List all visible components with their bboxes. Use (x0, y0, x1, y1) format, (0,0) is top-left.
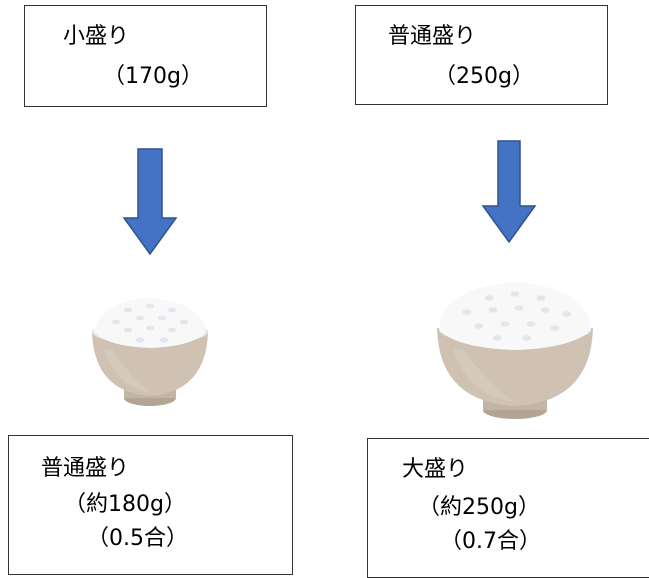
right-down-arrow (481, 140, 537, 244)
top-left-weight: （170g） (103, 64, 203, 89)
top-right-weight: （250g） (434, 64, 534, 89)
small-rice-bowl-icon (92, 298, 208, 406)
bottom-right-label-box: 大盛り （約250g） （0.7合） (367, 438, 649, 578)
bottom-left-label-box: 普通盛り （約180g） （0.5合） (8, 435, 293, 575)
top-left-title: 小盛り (63, 24, 130, 49)
bottom-left-weight: （約180g） (64, 492, 186, 517)
bottom-left-title: 普通盛り (41, 456, 130, 481)
left-down-arrow (122, 148, 178, 256)
bottom-right-title: 大盛り (402, 457, 469, 482)
bottom-left-cups: （0.5合） (87, 526, 188, 551)
bottom-right-weight: （約250g） (418, 495, 540, 520)
top-left-label-box: 小盛り （170g） (24, 5, 267, 107)
top-right-title: 普通盛り (388, 24, 477, 49)
large-rice-bowl-icon (437, 282, 593, 419)
top-right-label-box: 普通盛り （250g） (355, 5, 608, 105)
bottom-right-cups: （0.7合） (440, 529, 541, 554)
